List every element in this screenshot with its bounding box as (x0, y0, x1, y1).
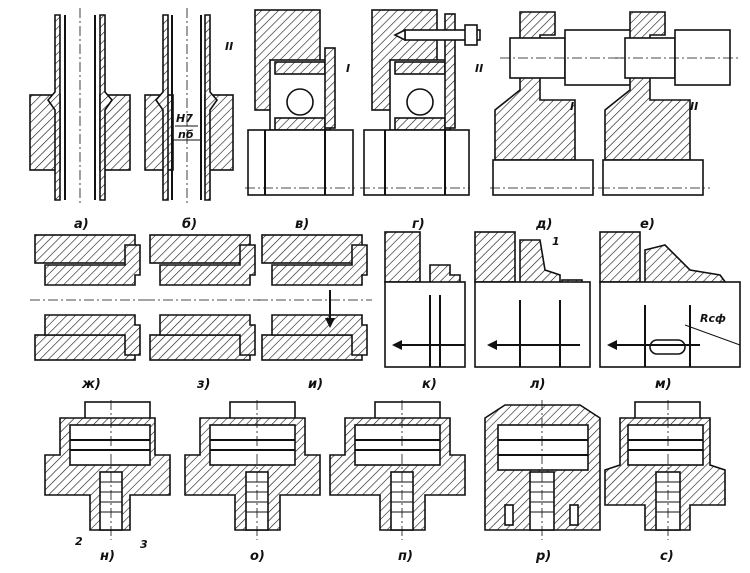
caption-v: в) (295, 217, 309, 232)
caption-zh: ж) (81, 377, 101, 392)
caption-i: и) (308, 377, 323, 392)
figure-k: к) (384, 231, 466, 392)
figure-i: и) (258, 234, 372, 392)
caption-e: е) (640, 217, 655, 232)
label-roman-one-d: I (570, 100, 574, 113)
figure-n: 2 3 н) (44, 400, 171, 564)
figure-b: H7 nб II б) (144, 8, 234, 232)
figure-l: 1 л) (474, 231, 591, 392)
caption-b: б) (182, 217, 197, 232)
caption-l: л) (530, 377, 545, 392)
figure-v: I в) (245, 9, 355, 232)
label-roman-two-b: II (225, 40, 233, 53)
caption-k: к) (422, 377, 437, 392)
caption-d: д) (535, 217, 552, 232)
figure-m: Rсф м) (599, 231, 741, 392)
figure-a: а) (29, 8, 131, 232)
label-two-n: 2 (75, 535, 83, 548)
label-radius-m: Rсф (700, 312, 726, 325)
figure-s: с) (604, 400, 726, 564)
label-roman-one-v: I (346, 62, 350, 75)
figure-o: о) (184, 400, 321, 564)
caption-p: п) (398, 549, 413, 564)
caption-r: р) (535, 549, 551, 564)
figure-e: II е) (600, 11, 740, 232)
figure-g: II г) (360, 9, 483, 232)
caption-n: н) (100, 549, 115, 564)
figure-p: п) (329, 400, 466, 564)
caption-o: о) (250, 549, 265, 564)
caption-m: м) (655, 377, 672, 392)
figure-r: р) (484, 400, 601, 564)
label-three-n: 3 (140, 538, 148, 551)
caption-g: г) (412, 217, 425, 232)
fit-numerator: H7 (176, 112, 193, 125)
caption-a: а) (74, 217, 89, 232)
label-roman-two-e: II (690, 100, 698, 113)
caption-z: з) (196, 377, 211, 392)
fit-denominator: nб (178, 128, 194, 141)
figure-z: з) (145, 234, 260, 392)
label-roman-two-g: II (475, 62, 483, 75)
figure-d: I д) (490, 11, 650, 232)
figure-zh: ж) (30, 234, 145, 392)
caption-s: с) (660, 549, 674, 564)
label-one-l: 1 (552, 235, 560, 248)
